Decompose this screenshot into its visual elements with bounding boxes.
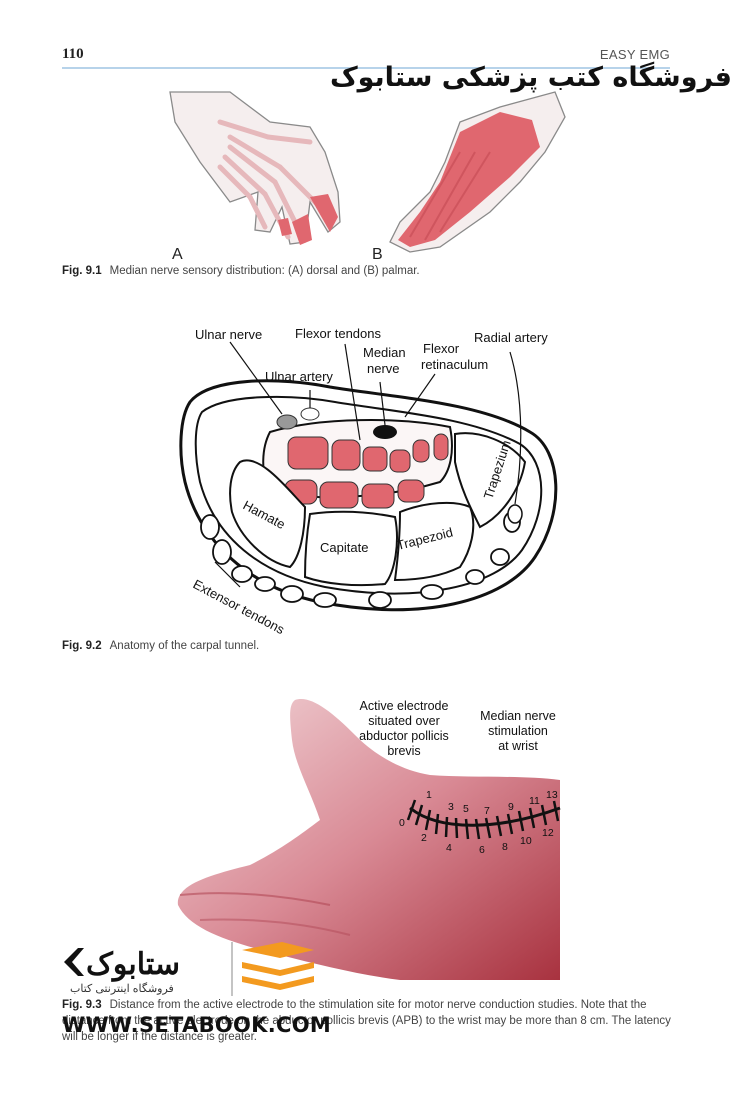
- figure-9-3-hand-scale: 0 1 2 3 4 5 6 7 8 9 10 11 12 13 Active e…: [177, 699, 561, 980]
- scale-number: 12: [542, 827, 554, 839]
- caption-label: Fig. 9.3: [62, 999, 102, 1011]
- label-capitate: Capitate: [320, 540, 368, 555]
- label-b: B: [372, 246, 383, 262]
- capitate-bone: [303, 510, 398, 587]
- scale-number: 2: [421, 832, 427, 844]
- scale-number: 6: [479, 844, 485, 856]
- hand-photo-illustration: [177, 699, 560, 980]
- radial-artery: [507, 504, 523, 524]
- figure-9-1-hands: A B: [169, 91, 566, 262]
- label-active-electrode-2: situated over: [368, 714, 440, 728]
- median-nerve: [373, 425, 397, 439]
- label-flexor-retinaculum-1: Flexor: [423, 341, 460, 356]
- label-median-nerve-2: nerve: [367, 361, 400, 376]
- caption-label: Fig. 9.2: [62, 640, 102, 652]
- scale-number: 11: [529, 795, 540, 807]
- label-median-stim-3: at wrist: [498, 739, 538, 753]
- setabook-url-watermark: WWW.SETABOOK.COM: [62, 1013, 332, 1037]
- logo-wordmark: ستابوک: [86, 948, 180, 982]
- scale-number: 5: [463, 803, 469, 815]
- trapezium-bone: [454, 432, 527, 529]
- scale-number: 8: [502, 841, 508, 853]
- scale-numbers: 0 1 2 3 4 5 6 7 8 9 10 11 12 13: [399, 789, 558, 856]
- palmar-sensory-area: [398, 112, 540, 247]
- label-ulnar-artery: Ulnar artery: [265, 369, 333, 384]
- store-title-watermark: فروشگاه کتب پزشکی ستابوک: [329, 62, 732, 93]
- header-rule: [62, 67, 670, 69]
- scale-number: 9: [508, 801, 514, 813]
- trapezoid-bone: [393, 501, 475, 582]
- figure-9-1-caption: Fig. 9.1 Median nerve sensory distributio…: [62, 263, 420, 279]
- page-number: 110: [62, 46, 84, 62]
- label-active-electrode-4: brevis: [387, 744, 420, 758]
- hand-dorsal-illustration: [169, 91, 341, 245]
- scale-number: 0: [399, 817, 405, 829]
- ulnar-artery: [300, 407, 320, 421]
- figure-9-2-caption: Fig. 9.2 Anatomy of the carpal tunnel.: [62, 638, 259, 654]
- scale-number: 1: [426, 789, 432, 801]
- hand-palmar-illustration: [389, 91, 566, 253]
- figure-9-2-carpal-tunnel: Ulnar nerve Flexor tendons Median nerve …: [179, 326, 558, 634]
- label-active-electrode-1: Active electrode: [360, 699, 449, 713]
- label-a: A: [172, 246, 183, 262]
- label-radial-artery: Radial artery: [474, 330, 548, 345]
- scale-number: 7: [484, 805, 490, 817]
- flexor-tendons: [284, 433, 449, 509]
- book-stack-icon: [242, 942, 314, 990]
- scale-number: 4: [446, 842, 452, 854]
- hamate-bone: [229, 459, 307, 569]
- setabook-logo-watermark: ستابوک فروشگاه اینترنتی کتاب: [64, 942, 314, 996]
- scale-number: 10: [520, 835, 532, 847]
- label-flexor-retinaculum-2: retinaculum: [421, 357, 488, 372]
- scale-number: 3: [448, 801, 454, 813]
- label-median-stim-2: stimulation: [488, 724, 548, 738]
- logo-subtitle: فروشگاه اینترنتی کتاب: [70, 982, 174, 995]
- scale-number: 13: [546, 789, 558, 801]
- caption-text: Distance from the active electrode to th…: [62, 999, 671, 1043]
- dorsal-ring-tip: [278, 218, 292, 236]
- chevron-icon: [64, 948, 84, 976]
- running-head: EASY EMG: [599, 47, 670, 62]
- label-median-stim-1: Median nerve: [480, 709, 556, 723]
- label-ulnar-nerve: Ulnar nerve: [195, 327, 262, 342]
- caption-text: Anatomy of the carpal tunnel.: [109, 640, 260, 652]
- measurement-scale: [406, 799, 561, 840]
- label-active-electrode-3: abductor pollicis: [359, 729, 449, 743]
- dorsal-index-tip: [310, 194, 338, 232]
- label-median-nerve-1: Median: [363, 345, 406, 360]
- label-flexor-tendons: Flexor tendons: [295, 326, 381, 341]
- dorsal-middle-tip: [292, 214, 312, 245]
- caption-label: Fig. 9.1: [62, 265, 102, 277]
- caption-text: Median nerve sensory distribution: (A) d…: [109, 265, 420, 277]
- ulnar-nerve: [276, 414, 298, 430]
